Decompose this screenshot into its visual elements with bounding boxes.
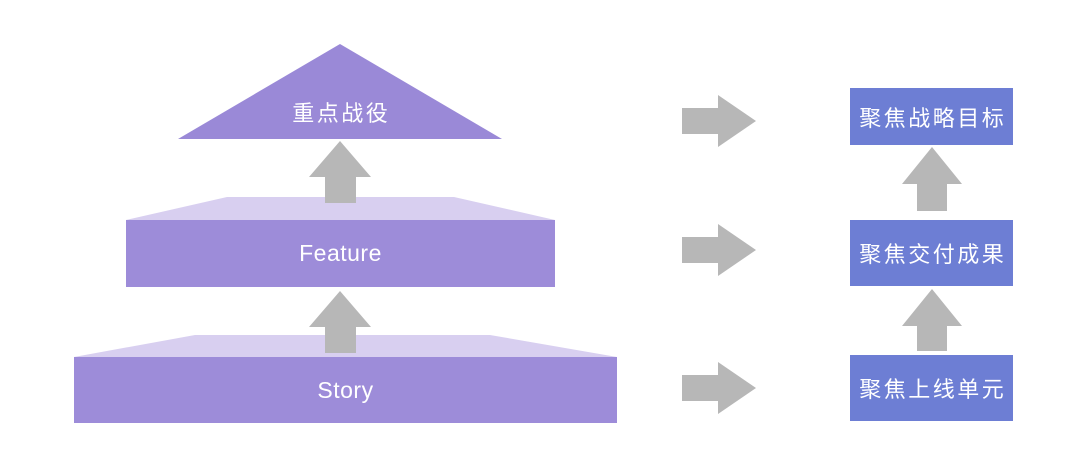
up-arrow-icon bbox=[902, 147, 962, 211]
right-arrow-icon bbox=[682, 95, 756, 147]
feature-front-face-shape bbox=[126, 220, 555, 287]
up-arrow-icon bbox=[309, 291, 371, 353]
story-front-face-shape bbox=[74, 357, 617, 423]
right-arrow-icon bbox=[682, 362, 756, 414]
up-arrow-icon bbox=[309, 141, 371, 203]
campaign-triangle-shape bbox=[178, 44, 502, 139]
feature-top-face-shape bbox=[126, 197, 555, 220]
right-arrow-icon bbox=[682, 224, 756, 276]
focus-box-launch-unit: 聚焦上线单元 bbox=[850, 355, 1013, 421]
up-arrow-icon bbox=[902, 289, 962, 351]
focus-box-strategic-goal: 聚焦战略目标 bbox=[850, 88, 1013, 145]
focus-box-delivery-outcome: 聚焦交付成果 bbox=[850, 220, 1013, 286]
